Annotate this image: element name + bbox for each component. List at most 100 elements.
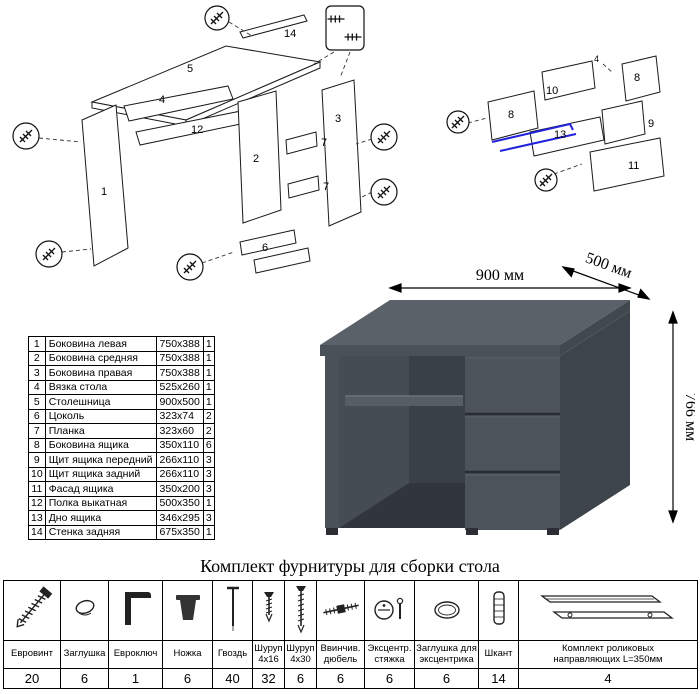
dowel-icon <box>492 591 505 625</box>
part-size: 750x388 <box>155 336 204 352</box>
part-label-4: 4 <box>594 54 599 64</box>
part-size: 750x388 <box>155 365 204 381</box>
hardware-qty: 6 <box>162 668 213 689</box>
part-qty: 1 <box>202 365 215 381</box>
part-num: 6 <box>28 408 46 424</box>
hardware-label: Шкант <box>478 640 519 669</box>
part-name: Стенка задняя <box>44 524 157 540</box>
part-qty: 6 <box>202 437 215 453</box>
plug-icon <box>75 599 94 616</box>
hardware-label: Заглушка <box>60 640 109 669</box>
hardware-qty: 4 <box>518 668 698 689</box>
exploded-drawer-diagram: 10 8 8 9 13 11 4 <box>446 54 665 192</box>
camcover-icon <box>433 601 460 619</box>
part-name: Вязка стола <box>44 379 157 395</box>
tabletop-front-edge <box>320 345 560 356</box>
width-dimension: 900 мм <box>476 267 524 284</box>
hardware-qty: 6 <box>364 668 415 689</box>
part-qty: 1 <box>202 394 215 410</box>
keyboard-tray <box>345 396 463 406</box>
left-panel-inner-face <box>339 312 409 528</box>
part-label-11: 11 <box>628 160 639 172</box>
part-qty: 2 <box>202 408 215 424</box>
panel-back-14 <box>239 14 308 39</box>
part-size: 350x200 <box>155 481 204 497</box>
part-qty: 3 <box>202 510 215 526</box>
part-qty: 3 <box>202 452 215 468</box>
part-qty: 1 <box>202 524 215 540</box>
hardware-callout-box <box>325 5 365 51</box>
part-num: 5 <box>28 394 46 410</box>
hardware-label: Ножка <box>162 640 213 669</box>
part-size: 900x500 <box>155 394 204 410</box>
part-label-14: 14 <box>284 28 296 40</box>
part-label-12: 12 <box>191 124 203 136</box>
part-num: 10 <box>28 466 46 482</box>
nail-cell <box>212 580 253 641</box>
hardware-qty: 40 <box>212 668 253 689</box>
camlock-icon <box>373 597 403 620</box>
panel-plank-7a <box>285 131 318 155</box>
part-label-7a: 7 <box>321 137 327 149</box>
screw16-icon <box>263 592 274 623</box>
screw30-cell <box>284 580 317 641</box>
part-num: 3 <box>28 365 46 381</box>
tabletop-side-edge <box>560 300 630 356</box>
hexkey-icon <box>124 592 151 625</box>
part-name: Щит ящика передний <box>44 452 157 468</box>
rails-icon <box>540 595 674 619</box>
screw30-icon <box>295 586 306 634</box>
part-size: 323x60 <box>155 423 204 439</box>
part-size: 346x295 <box>155 510 204 526</box>
hardware-kit-title: Комплект фурнитуры для сборки стола <box>200 556 500 576</box>
part-label-10: 10 <box>546 85 558 97</box>
part-num: 14 <box>28 524 46 540</box>
euroscrew-cell <box>3 580 61 641</box>
part-size: 266x110 <box>155 452 204 468</box>
part-label-4: 4 <box>159 94 165 106</box>
part-size: 500x350 <box>155 495 204 511</box>
dowel-cell <box>478 580 519 641</box>
hardware-label: Евроключ <box>108 640 163 669</box>
part-size: 266x110 <box>155 466 204 482</box>
part-num: 8 <box>28 437 46 453</box>
part-qty: 1 <box>202 350 215 366</box>
left-leg <box>325 355 339 528</box>
desk-render: 900 мм 500 мм 766 мм <box>320 250 695 535</box>
drawer-back-10 <box>541 60 596 101</box>
camlock-cell <box>364 580 415 641</box>
hardware-label: Шуруп 4x16 <box>252 640 285 669</box>
tabletop-top <box>320 300 630 345</box>
part-label-9: 9 <box>648 118 654 130</box>
part-num: 13 <box>28 510 46 526</box>
drawer-front-9 <box>601 100 646 145</box>
part-label-8a: 8 <box>508 109 514 121</box>
nail-icon <box>226 586 239 631</box>
part-num: 2 <box>28 350 46 366</box>
part-label-1: 1 <box>101 186 107 198</box>
panel-left-1 <box>81 104 129 267</box>
hexkey-cell <box>108 580 163 641</box>
part-name: Боковина ящика <box>44 437 157 453</box>
hardware-labels-row: Евровинт Заглушка Евроключ Ножка Гвоздь … <box>3 640 698 669</box>
part-num: 4 <box>28 379 46 395</box>
hardware-qty: 32 <box>252 668 285 689</box>
plug-cell <box>60 580 109 641</box>
leg-cell <box>162 580 213 641</box>
hardware-label: Ввинчив. дюбель <box>316 640 365 669</box>
part-label-2: 2 <box>253 153 259 165</box>
part-num: 7 <box>28 423 46 439</box>
part-qty: 1 <box>202 495 215 511</box>
hardware-qty: 6 <box>284 668 317 689</box>
part-name: Столешница <box>44 394 157 410</box>
